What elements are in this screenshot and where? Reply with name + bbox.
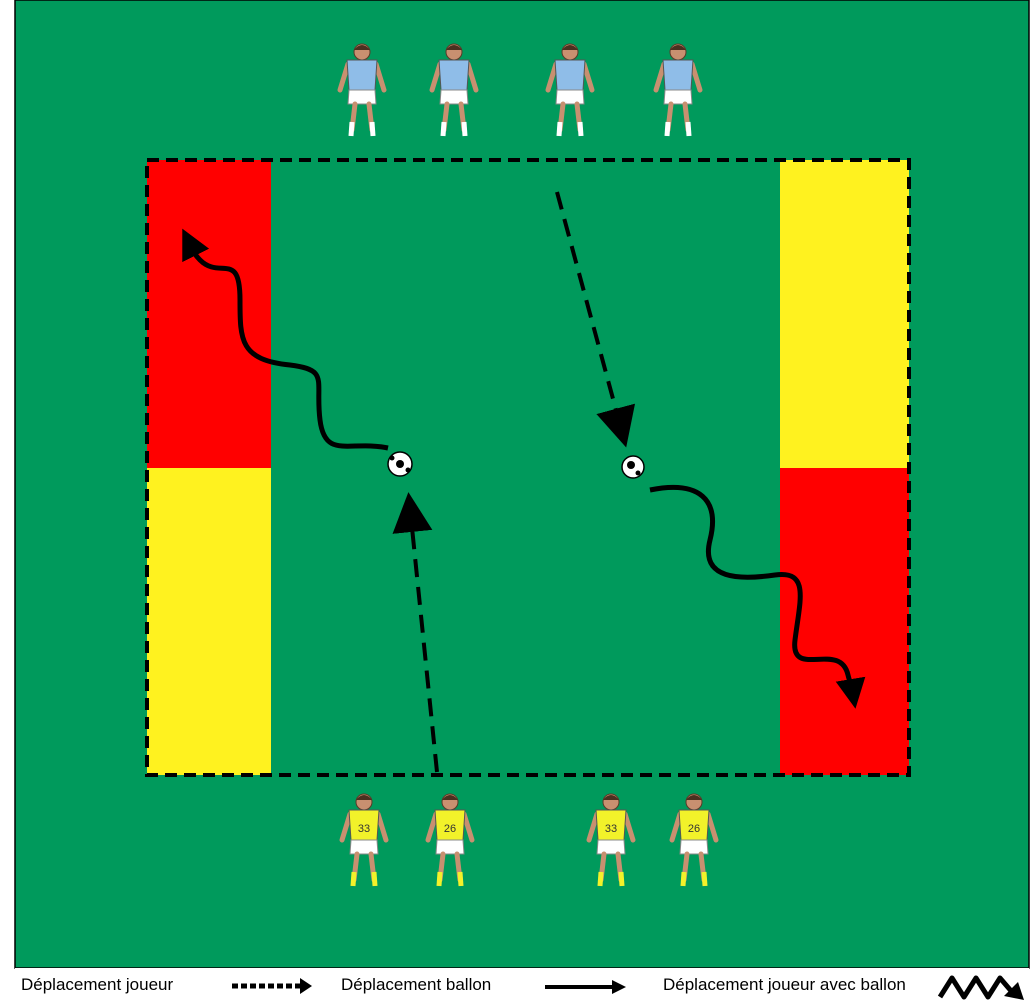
zone-right-top-yellow (780, 160, 909, 468)
svg-text:33: 33 (605, 823, 617, 835)
legend-ball-move-label: Déplacement ballon (341, 975, 491, 994)
svg-text:26: 26 (688, 823, 700, 835)
svg-text:26: 26 (444, 823, 456, 835)
ball-left (388, 452, 412, 476)
ball-right (622, 456, 644, 478)
svg-text:33: 33 (358, 823, 370, 835)
legend-player-move-label: Déplacement joueur (21, 975, 173, 994)
zone-left-top-red (147, 160, 271, 468)
zone-left-bottom-yellow (147, 468, 271, 775)
legend-player-with-ball-label: Déplacement joueur avec ballon (663, 975, 906, 994)
